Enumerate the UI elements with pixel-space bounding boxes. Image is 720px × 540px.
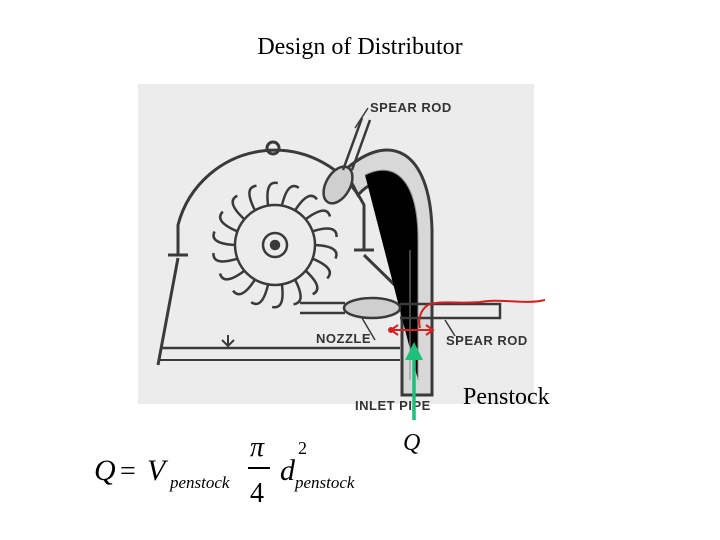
- scan-cutout: [138, 404, 312, 414]
- runner-bucket: [212, 252, 238, 263]
- inlet-pipe-label: INLET PIPE: [355, 398, 431, 413]
- formula-d: d: [280, 454, 296, 487]
- runner-bucket: [293, 194, 319, 212]
- runner-bucket: [271, 284, 284, 309]
- formula-d-superscript: 2: [298, 438, 307, 458]
- runner-bucket: [218, 269, 246, 281]
- runner-bucket: [266, 181, 279, 206]
- formula-q: Q: [94, 454, 116, 487]
- formula-pi: π: [250, 436, 265, 463]
- spear-rod-bottom-label: SPEAR ROD: [446, 333, 528, 348]
- red-flow-marker: [388, 299, 546, 336]
- formula-v-subscript: penstock: [169, 473, 230, 492]
- runner-bucket: [231, 194, 246, 221]
- runner-bucket: [248, 184, 257, 211]
- scan-background: [138, 84, 534, 404]
- runner-bucket: [312, 257, 332, 280]
- green-flow-arrow: [405, 342, 423, 420]
- runner-bucket: [304, 209, 332, 221]
- runner-bucket: [218, 210, 238, 233]
- tailrace: [160, 335, 400, 361]
- spear-rod-top-label: SPEAR ROD: [370, 100, 452, 115]
- formula-equals: =: [120, 456, 136, 487]
- slide-title: Design of Distributor: [257, 34, 463, 60]
- runner-bucket: [293, 279, 302, 306]
- formula-d-subscript: penstock: [294, 473, 355, 492]
- lower-nozzle: [300, 296, 502, 320]
- runner-bucket: [314, 243, 338, 260]
- flow-formula: Q = V penstock π 4 d 2 penstock: [94, 436, 355, 509]
- formula-four: 4: [250, 478, 264, 509]
- flow-q-annotation: Q: [403, 430, 420, 456]
- runner-bucket: [250, 284, 270, 306]
- formula-v: V: [147, 454, 169, 487]
- nozzle-label: NOZZLE: [316, 331, 371, 346]
- pelton-runner: [212, 181, 338, 309]
- runner-bucket: [231, 278, 257, 296]
- label-pointers: [354, 107, 456, 341]
- runner-bucket: [312, 227, 338, 238]
- runner-bucket: [304, 269, 319, 296]
- runner-bucket: [280, 184, 300, 206]
- runner-bucket: [212, 230, 236, 247]
- penstock-annotation: Penstock: [463, 384, 550, 410]
- upper-nozzle: [322, 117, 372, 205]
